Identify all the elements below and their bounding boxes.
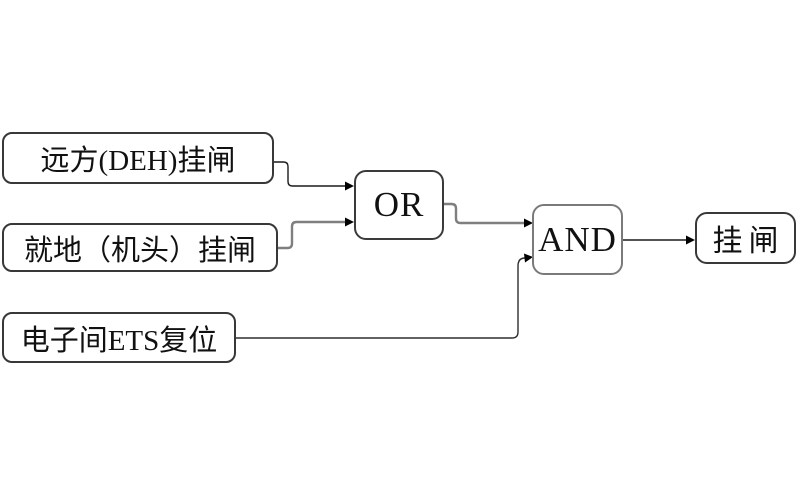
latch-output-label: 挂闸: [712, 225, 785, 258]
node-or-gate: OR: [354, 170, 444, 240]
node-local-head-latch: 就地（机头）挂闸: [2, 223, 278, 272]
node-ets-reset: 电子间ETS复位: [2, 312, 236, 363]
node-latch-output: 挂闸: [695, 212, 796, 264]
connector-or-to-and: [443, 202, 524, 225]
arrowhead-or-to-and: [524, 218, 533, 228]
node-and-gate: AND: [532, 204, 623, 275]
connector-input3-to-and: [235, 257, 526, 339]
and-gate-label: AND: [538, 219, 617, 259]
connector-input1-to-or: [274, 161, 346, 187]
arrowhead-input1-to-or: [345, 181, 354, 191]
arrowhead-input3-to-and: [524, 253, 533, 263]
node-remote-deh-latch: 远方(DEH)挂闸: [2, 132, 274, 184]
arrowhead-and-to-output: [686, 235, 695, 245]
connector-input2-to-or: [277, 220, 345, 250]
arrowhead-input2-to-or: [345, 217, 354, 227]
node-local-head-latch-label: 就地（机头）挂闸: [23, 234, 256, 267]
node-remote-deh-latch-label: 远方(DEH)挂闸: [40, 145, 236, 177]
node-ets-reset-label: 电子间ETS复位: [20, 324, 218, 357]
or-gate-label: OR: [373, 185, 425, 224]
